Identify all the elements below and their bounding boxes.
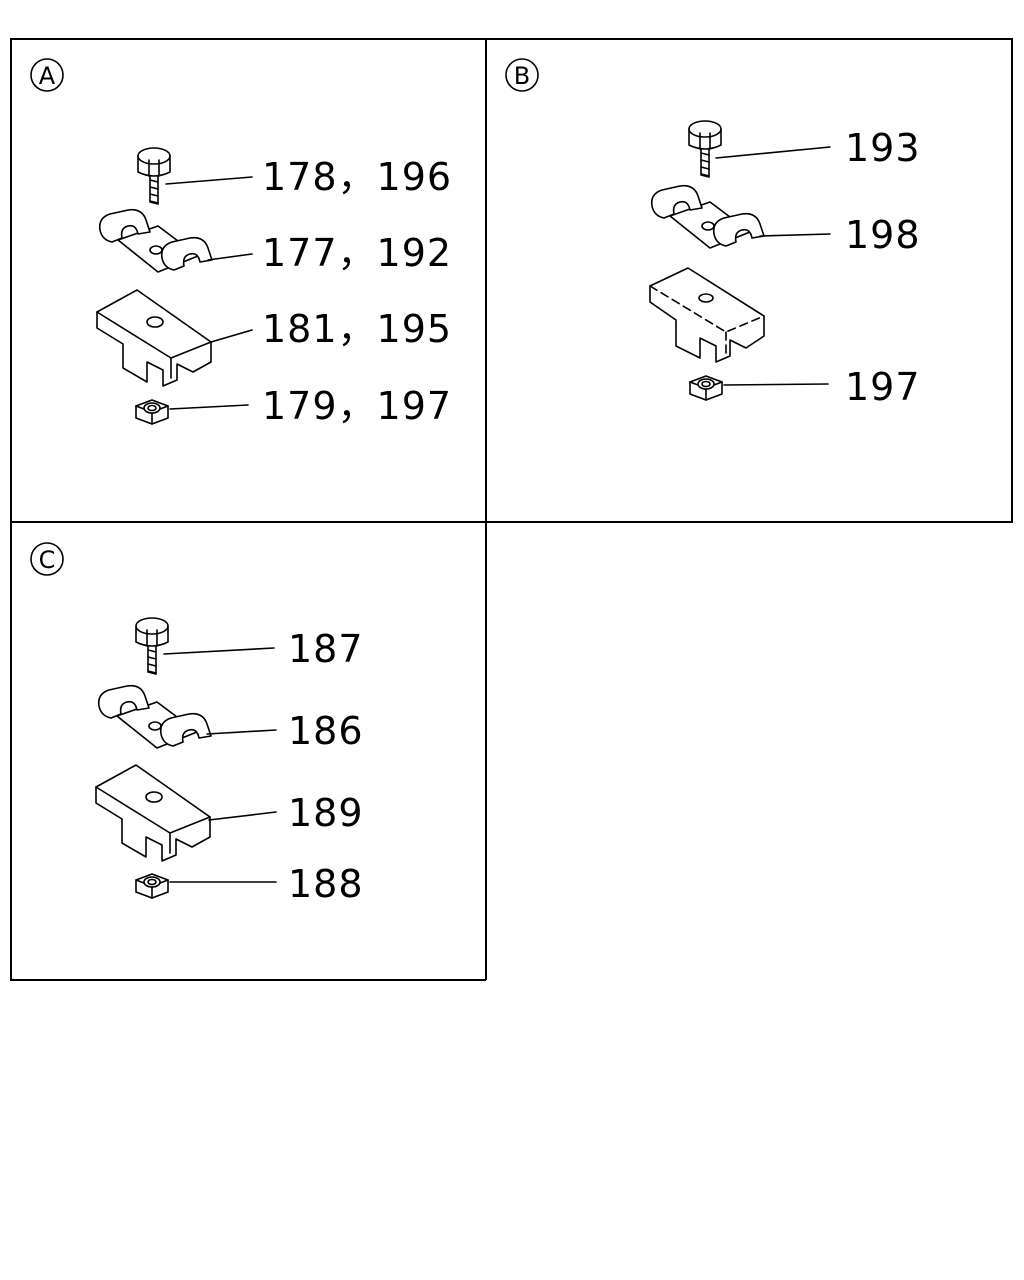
bolt-part xyxy=(135,617,169,675)
panel-b-badge xyxy=(505,58,539,92)
bracket-part xyxy=(95,764,211,862)
callout-label: 198 xyxy=(845,213,921,257)
panel-c-badge xyxy=(30,542,64,576)
leader-line xyxy=(210,329,253,343)
callout-label: 187 xyxy=(288,627,364,671)
leader-line xyxy=(163,647,275,655)
callout-label: 178，196 xyxy=(262,155,452,199)
callout-label: 177，192 xyxy=(262,231,452,275)
callout-label: 189 xyxy=(288,791,364,835)
bolt-part xyxy=(688,120,722,178)
panel-c: C 187 186 189 188 xyxy=(30,542,364,906)
callout-label: 179，197 xyxy=(262,384,452,428)
callout-label: 197 xyxy=(845,365,921,409)
leader-line xyxy=(723,383,829,386)
callout-label: 188 xyxy=(288,862,364,906)
clip-part xyxy=(97,684,212,749)
panel-b-letter: B xyxy=(514,62,530,90)
leader-line xyxy=(208,811,277,821)
leader-line xyxy=(759,233,831,237)
bracket-part xyxy=(96,289,212,387)
panel-c-letter: C xyxy=(39,546,56,574)
panel-b: B 193 198 197 xyxy=(505,58,921,409)
bolt-part xyxy=(137,147,171,205)
nut-part xyxy=(135,873,169,899)
panel-c-frame xyxy=(10,522,486,981)
leader-line xyxy=(165,176,253,185)
leader-line xyxy=(169,404,249,410)
clip-part xyxy=(98,208,213,273)
panel-a-letter: A xyxy=(39,62,56,90)
callout-label: 181，195 xyxy=(262,307,452,351)
callout-label: 186 xyxy=(288,709,364,753)
top-frame xyxy=(10,38,1013,523)
nut-part xyxy=(689,375,723,401)
panel-a-badge xyxy=(30,58,64,92)
nut-part xyxy=(135,399,169,425)
leader-line xyxy=(207,253,253,261)
leader-line xyxy=(715,146,831,159)
panel-a: A 178，196 177，192 181，195 179，197 xyxy=(30,58,452,428)
panel-frames xyxy=(10,38,1013,981)
bracket-part xyxy=(649,267,765,363)
leader-line xyxy=(206,729,277,735)
clip-part xyxy=(650,184,765,249)
callout-label: 193 xyxy=(845,126,921,170)
